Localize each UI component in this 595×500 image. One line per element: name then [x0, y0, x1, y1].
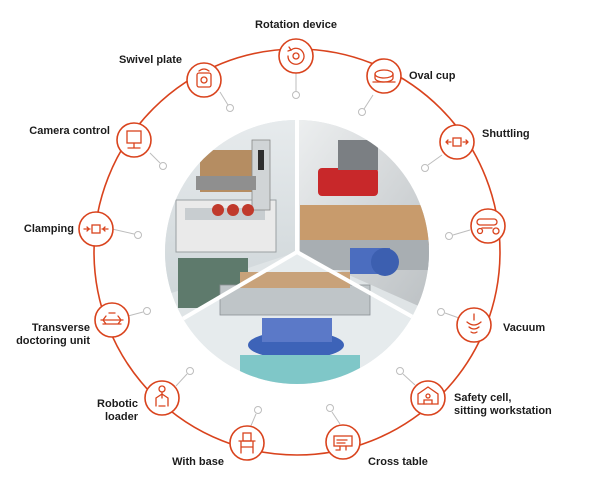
label-transverse-doctoring-line2: doctoring unit: [16, 335, 90, 347]
label-with-base: With base: [172, 456, 224, 468]
label-transverse-doctoring: Transverse doctoring unit: [4, 322, 90, 348]
conveyor-icon-circle[interactable]: [470, 208, 506, 244]
label-shuttling: Shuttling: [482, 128, 530, 140]
rotation-icon: [287, 46, 305, 65]
doctoring-icon: [100, 312, 124, 325]
label-safety-cell-line2: sitting workstation: [454, 405, 552, 417]
label-robotic-loader: Robotic loader: [60, 398, 138, 424]
label-robotic-loader-line1: Robotic: [97, 398, 138, 410]
connectors: [111, 73, 471, 429]
label-swivel-plate: Swivel plate: [119, 54, 182, 66]
robot-icon: [155, 385, 169, 407]
base-icon: [238, 432, 256, 454]
swivel-plate-icon: [196, 68, 212, 88]
workstation-icon: [417, 386, 439, 405]
label-cross-table: Cross table: [368, 456, 428, 468]
label-vacuum: Vacuum: [503, 322, 546, 334]
base-icon-circle[interactable]: [229, 425, 265, 461]
label-camera-control: Camera control: [29, 125, 110, 137]
camera-icon-circle[interactable]: [116, 122, 152, 158]
label-oval-cup: Oval cup: [409, 70, 456, 82]
label-rotation-device: Rotation device: [255, 19, 337, 31]
conveyor-icon: [476, 218, 500, 235]
label-safety-cell-line1: Safety cell,: [454, 392, 512, 404]
label-safety-cell: Safety cell, sitting workstation: [454, 392, 552, 418]
clamping-icon: [83, 224, 109, 234]
swivel-plate-icon-circle[interactable]: [186, 62, 222, 98]
center-photo-collage: [165, 120, 429, 384]
cross-table-icon: [333, 435, 353, 451]
cross-table-icon-circle[interactable]: [325, 424, 361, 460]
label-transverse-doctoring-line1: Transverse: [31, 322, 90, 334]
oval-cup-icon-circle[interactable]: [366, 58, 402, 94]
label-robotic-loader-line2: loader: [104, 411, 138, 423]
clamping-icon-circle[interactable]: [78, 211, 114, 247]
rotation-icon-circle[interactable]: [278, 38, 314, 74]
vacuum-icon: [466, 313, 482, 334]
camera-icon: [126, 130, 142, 149]
shuttling-icon: [445, 137, 469, 147]
label-clamping: Clamping: [23, 223, 74, 235]
shuttling-icon-circle[interactable]: [439, 124, 475, 160]
oval-cup-icon: [372, 69, 396, 83]
